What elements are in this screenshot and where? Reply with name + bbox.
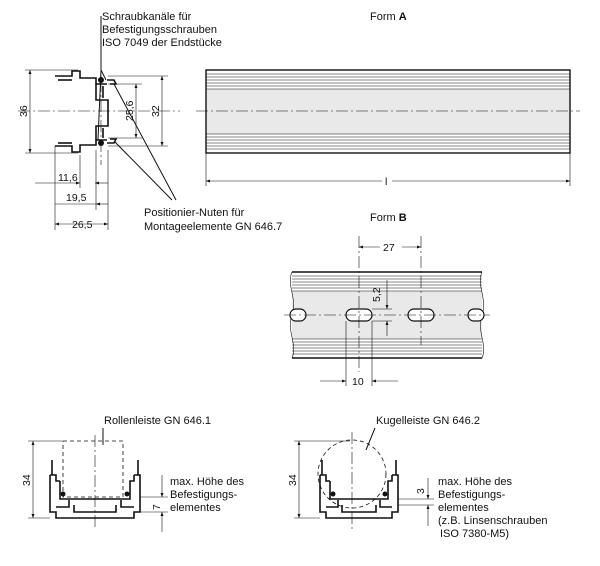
note-top-line1: Schraubkanäle für bbox=[102, 11, 192, 23]
form-b-view: Form B bbox=[284, 212, 490, 388]
kugel-note1: max. Höhe des bbox=[438, 476, 512, 488]
rollen-section: Rollenleiste GN 646.1 34 7 max. Höhe des… bbox=[21, 415, 244, 532]
note-top-line2: Befestigungsschrauben bbox=[102, 24, 217, 36]
form-a-view: Form A l bbox=[196, 11, 580, 188]
dim-w2: 19,5 bbox=[66, 192, 87, 204]
rollen-note3: elementes bbox=[170, 502, 221, 514]
form-b-label: Form B bbox=[370, 212, 407, 224]
note-nuten-line1: Positionier-Nuten für bbox=[144, 207, 245, 219]
rollen-height: 34 bbox=[21, 474, 33, 486]
kugel-height: 34 bbox=[287, 474, 299, 486]
dim-height-inner: 32 bbox=[150, 105, 162, 117]
kugel-section: Kugelleiste GN 646.2 34 3 max. Höhe des … bbox=[287, 415, 547, 540]
note-top-line3: ISO 7049 der Endstücke bbox=[102, 37, 222, 49]
profile-cross-section: 36 25,6 32 11,6 19,5 26,5 bbox=[18, 60, 180, 231]
dim-pitch: 27 bbox=[383, 242, 395, 254]
kugel-note5: ISO 7380-M5) bbox=[440, 528, 509, 540]
dim-height-total: 36 bbox=[18, 105, 30, 117]
length-label: l bbox=[385, 176, 387, 188]
kugel-gap: 3 bbox=[415, 488, 427, 494]
dim-slot-width: 5,2 bbox=[371, 287, 383, 302]
groove-note: Positionier-Nuten für Montageelemente GN… bbox=[113, 83, 282, 233]
rollen-note1: max. Höhe des bbox=[170, 476, 244, 488]
dim-w1: 11,6 bbox=[58, 172, 78, 184]
kugel-note3: elementes bbox=[438, 502, 489, 514]
rollen-note2: Befestigungs- bbox=[170, 489, 238, 501]
rollen-gap: 7 bbox=[151, 504, 163, 510]
dim-slot-length: 10 bbox=[352, 376, 364, 388]
rollen-title: Rollenleiste GN 646.1 bbox=[104, 415, 211, 427]
dim-w3: 26,5 bbox=[72, 219, 93, 231]
note-nuten-line2: Montageelemente GN 646.7 bbox=[144, 221, 282, 233]
dim-height-channel: 25,6 bbox=[124, 100, 136, 121]
kugel-title: Kugelleiste GN 646.2 bbox=[376, 415, 480, 427]
kugel-note2: Befestigungs- bbox=[438, 489, 506, 501]
kugel-note4: (z.B. Linsenschrauben bbox=[438, 515, 547, 527]
form-a-label: Form A bbox=[370, 11, 407, 23]
screw-channel-note: Schraubkanäle für Befestigungsschrauben … bbox=[97, 11, 222, 141]
